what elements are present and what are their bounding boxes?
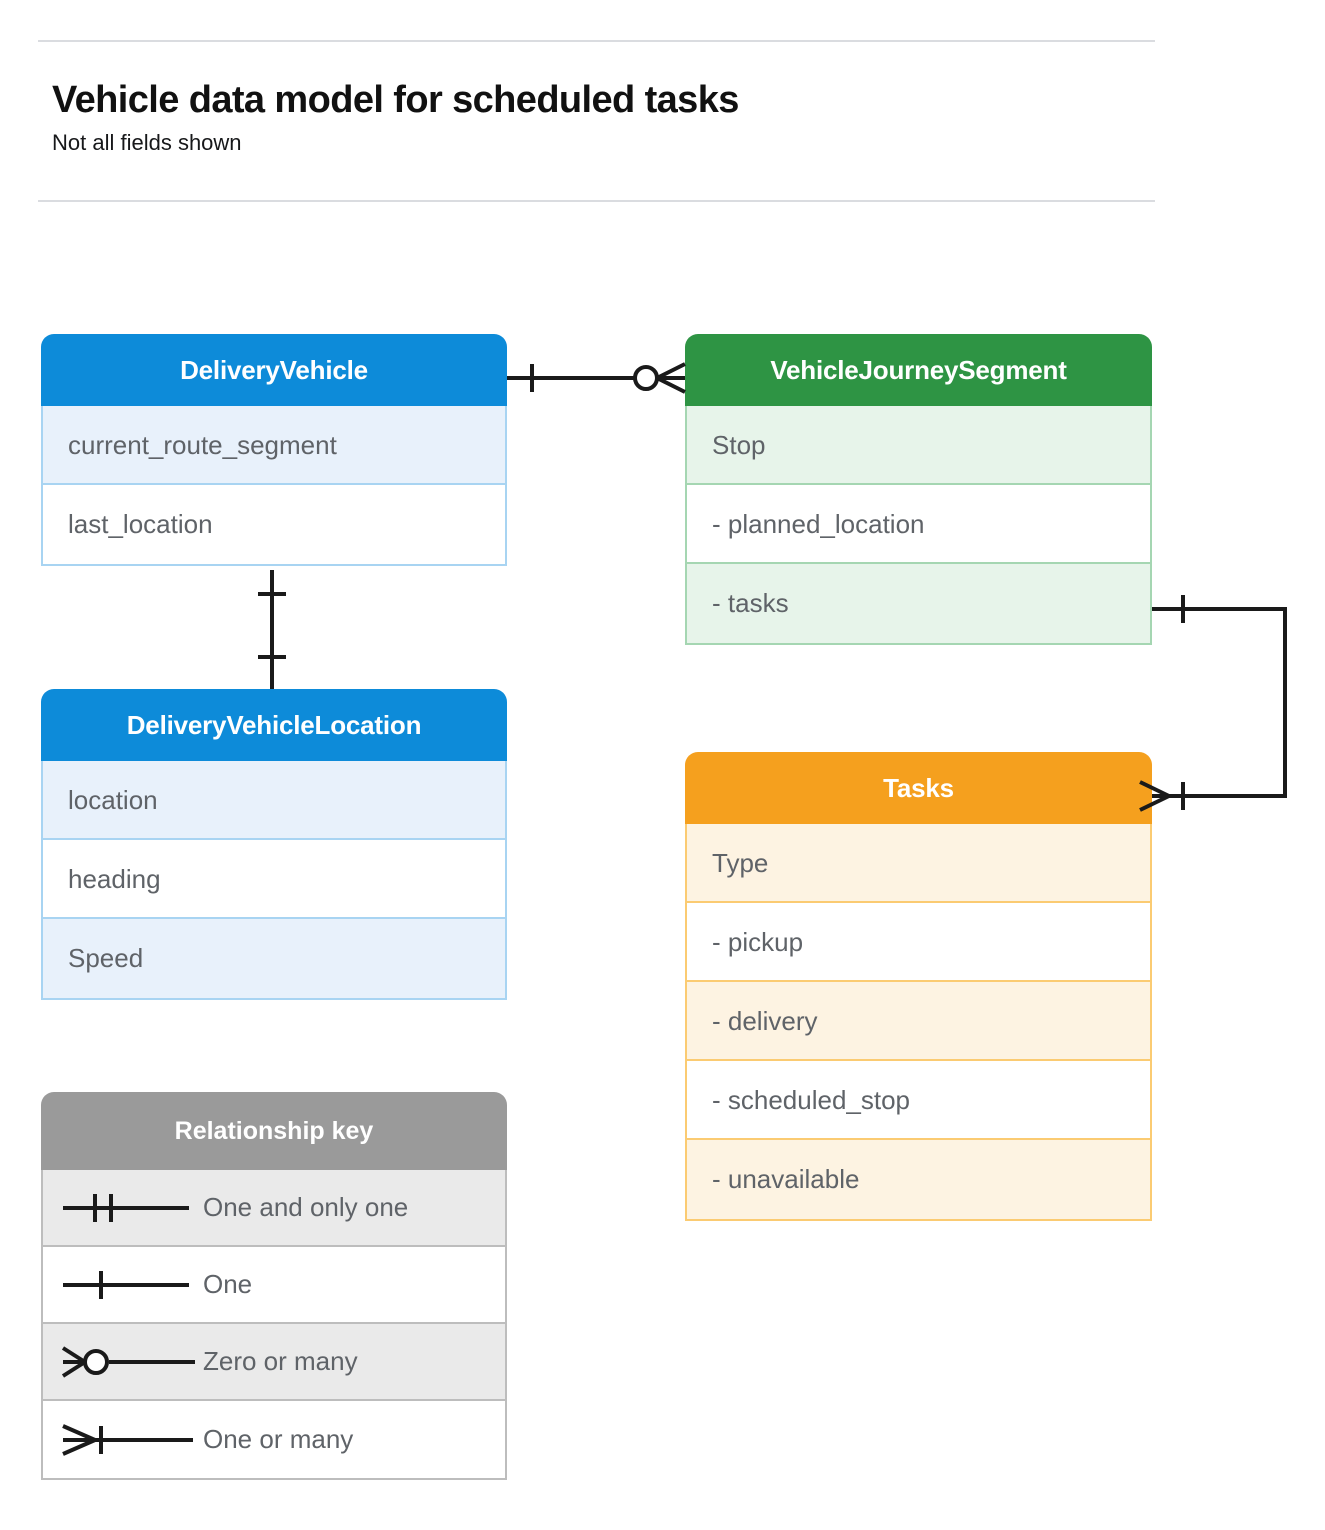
legend-rows: One and only one One Zero: [41, 1170, 507, 1480]
field-unavailable[interactable]: - unavailable: [687, 1140, 1150, 1219]
entity-tasks[interactable]: Tasks Type - pickup - delivery - schedul…: [685, 752, 1152, 1221]
relationship-key-legend: Relationship key One and only one One: [41, 1092, 507, 1480]
legend-label-one: One: [203, 1269, 253, 1299]
one-and-only-one-icon: [43, 1188, 203, 1228]
entity-title-delivery-vehicle-location: DeliveryVehicleLocation: [41, 689, 507, 761]
entity-title-delivery-vehicle: DeliveryVehicle: [41, 334, 507, 406]
page-header: Vehicle data model for scheduled tasks N…: [38, 40, 1155, 202]
entity-fields-vehicle-journey-segment: Stop - planned_location - tasks: [685, 406, 1152, 645]
legend-label-one-and-only-one: One and only one: [203, 1192, 409, 1222]
field-delivery[interactable]: - delivery: [687, 982, 1150, 1061]
page-subtitle: Not all fields shown: [52, 129, 242, 155]
entity-fields-delivery-vehicle: current_route_segment last_location: [41, 406, 507, 566]
entity-delivery-vehicle-location[interactable]: DeliveryVehicleLocation location heading…: [41, 689, 507, 1000]
legend-title: Relationship key: [41, 1092, 507, 1170]
field-location[interactable]: location: [43, 761, 505, 840]
header-rule-top: [38, 40, 1155, 42]
legend-label-zero-or-many: Zero or many: [203, 1346, 358, 1376]
field-current-route-segment[interactable]: current_route_segment: [43, 406, 505, 485]
entity-fields-tasks: Type - pickup - delivery - scheduled_sto…: [685, 824, 1152, 1221]
field-type[interactable]: Type: [687, 824, 1150, 903]
page-title: Vehicle data model for scheduled tasks: [52, 79, 739, 121]
header-rule-bottom: [38, 199, 1155, 202]
entity-title-tasks: Tasks: [685, 752, 1152, 824]
entity-vehicle-journey-segment[interactable]: VehicleJourneySegment Stop - planned_loc…: [685, 334, 1152, 645]
one-icon: [43, 1265, 203, 1305]
field-pickup[interactable]: - pickup: [687, 903, 1150, 982]
connector-vehicle-to-journey-segment: [507, 362, 686, 394]
field-heading[interactable]: heading: [43, 840, 505, 919]
field-tasks[interactable]: - tasks: [687, 564, 1150, 643]
legend-item-one: One: [43, 1247, 505, 1324]
entity-delivery-vehicle[interactable]: DeliveryVehicle current_route_segment la…: [41, 334, 507, 566]
field-scheduled-stop[interactable]: - scheduled_stop: [687, 1061, 1150, 1140]
field-planned-location[interactable]: - planned_location: [687, 485, 1150, 564]
one-or-many-icon: [43, 1420, 203, 1460]
entity-fields-delivery-vehicle-location: location heading Speed: [41, 761, 507, 1000]
legend-label-one-or-many: One or many: [203, 1424, 354, 1454]
zero-or-many-icon: [43, 1342, 203, 1382]
legend-item-one-or-many: One or many: [43, 1401, 505, 1478]
connector-vehicle-to-vehicle-location: [258, 570, 286, 689]
legend-item-zero-or-many: Zero or many: [43, 1324, 505, 1401]
field-stop[interactable]: Stop: [687, 406, 1150, 485]
field-speed[interactable]: Speed: [43, 919, 505, 998]
field-last-location[interactable]: last_location: [43, 485, 505, 564]
connector-journey-segment-tasks-to-tasks: [1139, 595, 1287, 812]
legend-item-one-and-only-one: One and only one: [43, 1170, 505, 1247]
entity-title-vehicle-journey-segment: VehicleJourneySegment: [685, 334, 1152, 406]
